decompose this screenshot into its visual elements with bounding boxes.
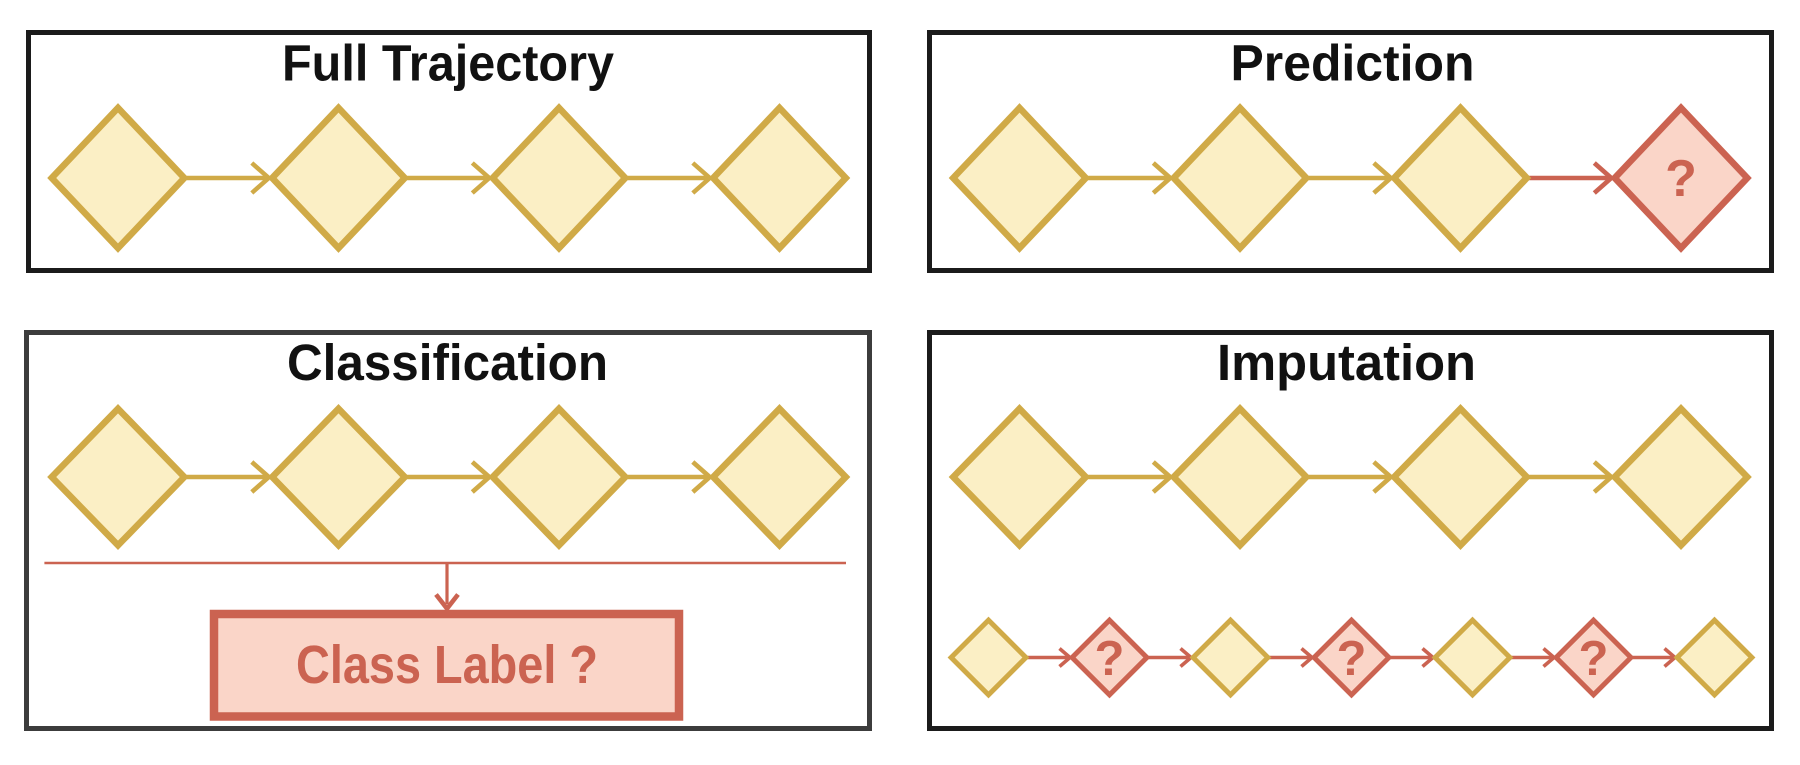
svg-text:Classification: Classification [287,334,608,391]
svg-text:?: ? [1665,150,1697,208]
svg-text:Prediction: Prediction [1231,35,1475,92]
svg-text:?: ? [1579,632,1609,686]
svg-text:?: ? [1095,632,1125,686]
svg-text:Imputation: Imputation [1217,334,1476,391]
svg-text:Class Label ?: Class Label ? [296,635,598,695]
svg-text:Full Trajectory: Full Trajectory [282,35,615,92]
svg-text:?: ? [1337,632,1367,686]
